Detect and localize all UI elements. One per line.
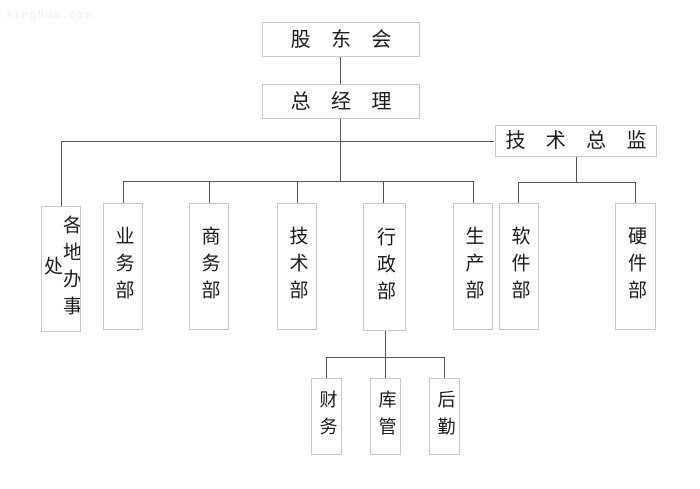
node-production-dept-label: 生产部 [462, 226, 485, 307]
node-software-dept[interactable]: 软件部 [499, 203, 539, 330]
edge-admin-trunk [385, 331, 386, 357]
node-technical-director[interactable]: 技 术 总 监 [495, 125, 657, 157]
node-admin-dept[interactable]: 行政部 [363, 203, 406, 331]
node-local-offices-label: 各地办事处 [41, 215, 81, 323]
node-software-dept-label: 软件部 [508, 226, 531, 307]
edge-gm-trunk [340, 118, 341, 182]
edge-gm-commerce [209, 181, 210, 203]
edge-cto-trunk [576, 157, 577, 182]
node-hardware-dept[interactable]: 硬件部 [615, 203, 656, 330]
node-production-dept[interactable]: 生产部 [453, 203, 493, 330]
watermark-text: singhua.com [6, 8, 93, 21]
node-commerce-dept-label: 商务部 [198, 226, 221, 307]
edge-gm-admin [383, 181, 384, 203]
edge-admin-warehouse [385, 357, 386, 378]
edge-gm-technical [297, 181, 298, 203]
edge-cto-hardware [635, 182, 636, 203]
node-commerce-dept[interactable]: 商务部 [189, 203, 229, 330]
node-warehouse[interactable]: 库管 [370, 378, 401, 455]
node-admin-dept-label: 行政部 [374, 226, 396, 308]
node-logistics[interactable]: 后勤 [429, 378, 460, 455]
edge-admin-logistics [444, 357, 445, 378]
node-shareholders-label: 股 东 会 [290, 26, 399, 51]
node-shareholders[interactable]: 股 东 会 [262, 22, 420, 57]
bus-gm-top [61, 141, 494, 142]
node-warehouse-label: 库管 [375, 389, 397, 444]
edge-admin-finance [326, 357, 327, 378]
node-technical-director-label: 技 术 总 监 [505, 128, 654, 153]
node-business-dept-label: 业务部 [112, 226, 135, 307]
bus-cto-children [518, 182, 636, 183]
bus-gm-departments [123, 181, 473, 182]
node-hardware-dept-label: 硬件部 [625, 226, 647, 307]
node-general-manager-label: 总 经 理 [290, 88, 399, 113]
node-technical-dept-label: 技术部 [286, 226, 309, 307]
node-technical-dept[interactable]: 技术部 [277, 203, 317, 330]
edge-gm-production [473, 181, 474, 203]
node-local-offices[interactable]: 各地办事处 [41, 206, 81, 332]
edge-gm-local-offices [61, 141, 62, 206]
node-business-dept[interactable]: 业务部 [103, 203, 143, 330]
node-logistics-label: 后勤 [434, 389, 456, 444]
edge-gm-business [123, 181, 124, 203]
node-finance-label: 财务 [316, 389, 338, 444]
edge-cto-software [518, 182, 519, 203]
node-general-manager[interactable]: 总 经 理 [262, 84, 420, 119]
edge-shareholders-gm [340, 56, 341, 84]
node-finance[interactable]: 财务 [311, 378, 342, 455]
